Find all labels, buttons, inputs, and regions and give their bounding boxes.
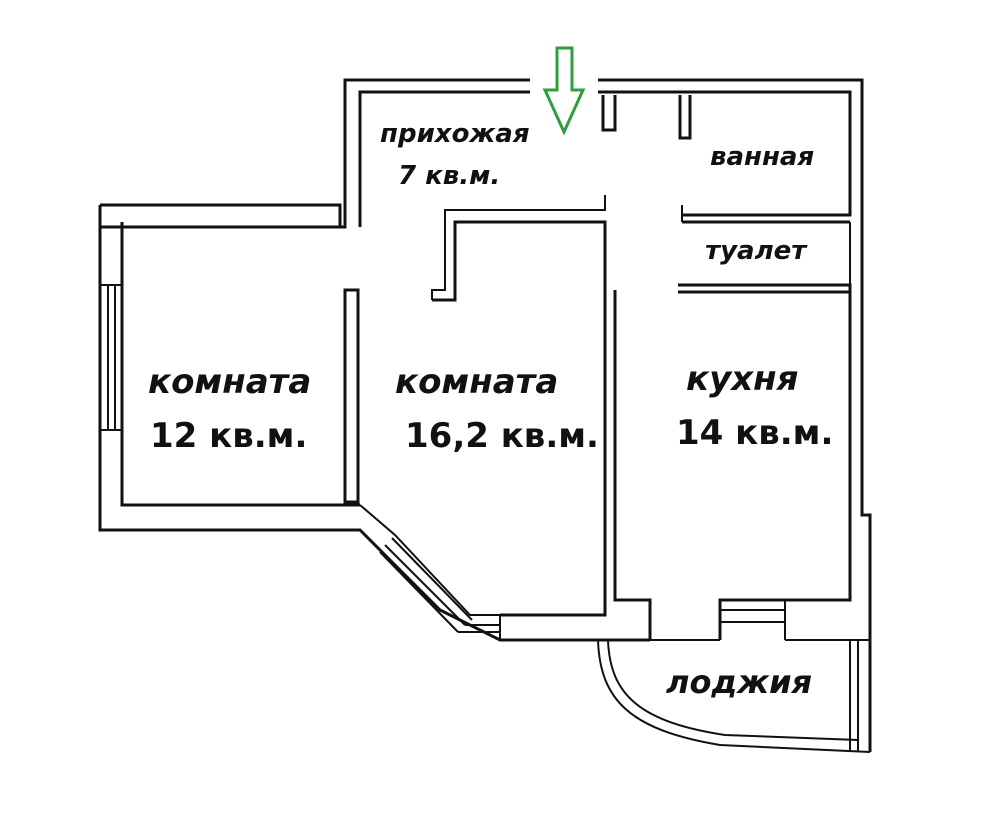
toilet-name: туалет bbox=[705, 236, 808, 266]
hall-area: 7 кв.м. bbox=[398, 161, 500, 191]
hall-name: прихожая bbox=[380, 119, 530, 149]
bathroom-name: ванная bbox=[710, 142, 814, 172]
room1-area: 12 кв.м. bbox=[150, 416, 307, 456]
room1-name: комната bbox=[148, 362, 311, 402]
room2-area: 16,2 кв.м. bbox=[405, 416, 599, 456]
kitchen-name: кухня bbox=[686, 359, 799, 399]
loggia-name: лоджия bbox=[666, 663, 812, 701]
kitchen-area: 14 кв.м. bbox=[676, 413, 833, 453]
down-arrow-icon bbox=[542, 46, 586, 136]
room2-name: комната bbox=[395, 362, 558, 402]
outer-walls bbox=[98, 78, 872, 753]
